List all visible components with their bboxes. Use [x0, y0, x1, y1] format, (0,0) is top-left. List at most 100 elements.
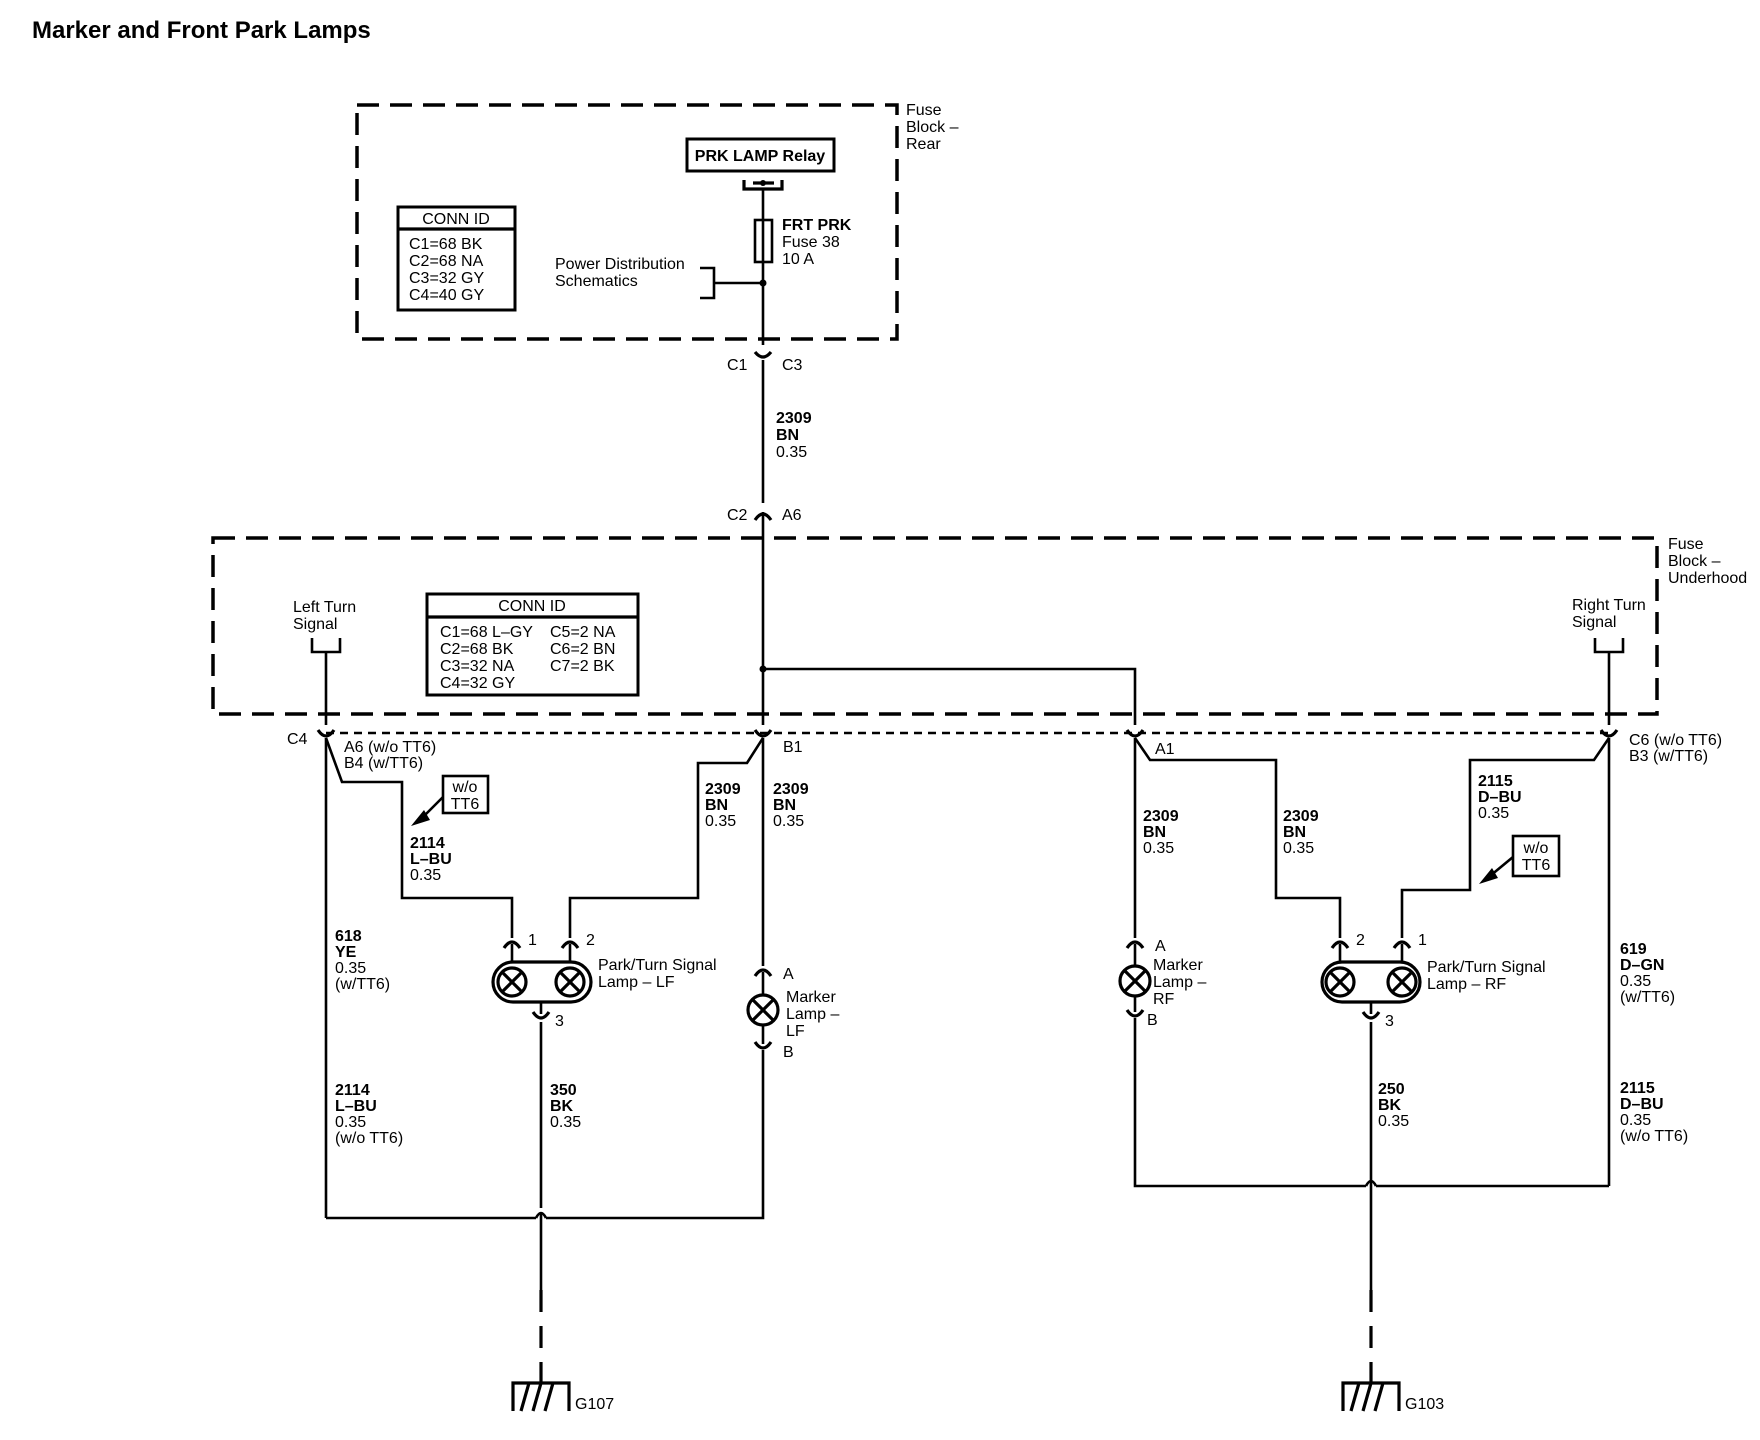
conn-id-underhood-header: CONN ID [498, 598, 566, 615]
frt-prk-fuse: FRT PRK Fuse 38 10 A [753, 217, 852, 268]
w618-color: YE [335, 944, 357, 961]
w250-size: 0.35 [1378, 1113, 1409, 1130]
w2309lfl-size: 0.35 [705, 813, 736, 830]
ground-g103-label: G103 [1405, 1396, 1444, 1413]
feed-wire-2309: 2309 BN 0.35 [776, 410, 812, 461]
ground-bus-rf: 250 BK 0.35 [1133, 1018, 1609, 1383]
marker-rf-label-1: Marker [1153, 957, 1203, 974]
park-lf-label-2: Lamp – LF [598, 974, 675, 991]
conn-id-rear-row-1: C1=68 BK [409, 236, 483, 253]
w2114l-option: (w/o TT6) [335, 1130, 403, 1147]
option-wo-tt6-right: w/o TT6 [1479, 834, 1561, 884]
marker-lamp-lf: A B Marker Lamp – LF [746, 966, 839, 1061]
fuse-block-underhood-label-2: Block – [1668, 553, 1721, 570]
conn-id-rear-row-2: C2=68 NA [409, 253, 484, 270]
w2114l-circuit: 2114 [335, 1082, 370, 1099]
ground-bus-lf: 350 BK 0.35 [326, 1022, 765, 1383]
wire-2309-lf-lamp: 2309 BN 0.35 [568, 737, 765, 938]
w619-circuit: 619 [1620, 941, 1647, 958]
fuse-block-rear: Fuse Block – Rear CONN ID C1=68 BK C2=68… [355, 102, 959, 345]
pin-c4: C4 A6 (w/o TT6) B4 (w/TT6) [287, 729, 436, 772]
w2115l-size: 0.35 [1620, 1112, 1651, 1129]
w619-option: (w/TT6) [1620, 989, 1675, 1006]
pin-a1-label: A1 [1155, 741, 1175, 758]
park-rf-pin-3: 3 [1385, 1013, 1394, 1030]
fuse-block-underhood-boundary [211, 536, 1659, 716]
w2114u-color: L–BU [410, 851, 452, 868]
w2309rfm-circuit: 2309 [1143, 808, 1179, 825]
w2114u-circuit: 2114 [410, 835, 445, 852]
w2115u-color: D–BU [1478, 789, 1522, 806]
power-distribution-ref: Power Distribution Schematics [555, 256, 767, 345]
marker-rf-pin-a: A [1155, 938, 1166, 955]
marker-lf-label-2: Lamp – [786, 1006, 839, 1023]
marker-rf-label-3: RF [1153, 991, 1175, 1008]
conn-a6: A6 [782, 507, 802, 524]
w2114u-size: 0.35 [410, 867, 441, 884]
conn-id-underhood-c1: C1=68 L–GY [440, 624, 533, 641]
conn-id-underhood-c3: C3=32 NA [440, 658, 515, 675]
prk-lamp-relay: PRK LAMP Relay [685, 137, 836, 220]
park-lf-pin-3: 3 [555, 1013, 564, 1030]
right-turn-label-1: Right Turn [1572, 597, 1646, 614]
marker-lf-pin-b: B [783, 1044, 794, 1061]
w2309lfm-size: 0.35 [773, 813, 804, 830]
conn-id-underhood-c7: C7=2 BK [550, 658, 615, 675]
w2309rfl-color: BN [1283, 824, 1306, 841]
conn-id-rear: CONN ID C1=68 BK C2=68 NA C3=32 GY C4=40… [396, 205, 517, 312]
park-rf-label-1: Park/Turn Signal [1427, 959, 1546, 976]
left-turn-label-1: Left Turn [293, 599, 356, 616]
conn-c2: C2 [727, 507, 748, 524]
wo-tt6-left-2: TT6 [451, 796, 480, 813]
right-turn-signal-ref: Right Turn Signal [1572, 597, 1646, 725]
connector-c2-a6: C2 A6 [727, 507, 802, 725]
marker-rf-label-2: Lamp – [1153, 974, 1206, 991]
pin-c6b3-label-2: B3 (w/TT6) [1629, 748, 1708, 765]
pin-c4-label: C4 [287, 731, 308, 748]
w618-size: 0.35 [335, 960, 366, 977]
wo-tt6-right-2: TT6 [1522, 857, 1551, 874]
conn-id-rear-row-3: C3=32 GY [409, 270, 484, 287]
feed-wire-circuit: 2309 [776, 410, 812, 427]
marker-rf-pin-b: B [1147, 1012, 1158, 1029]
internal-splice-a1 [759, 665, 1137, 725]
left-turn-signal-ref: Left Turn Signal [293, 599, 356, 725]
marker-lf-label-3: LF [786, 1023, 805, 1040]
w2114l-color: L–BU [335, 1098, 377, 1115]
feed-wire-color: BN [776, 427, 799, 444]
park-rf-pin-1: 1 [1418, 932, 1427, 949]
option-wo-tt6-left: w/o TT6 [411, 774, 490, 826]
w2115u-size: 0.35 [1478, 805, 1509, 822]
conn-id-underhood: CONN ID C1=68 L–GY C2=68 BK C3=32 NA C4=… [425, 592, 640, 697]
fuse-block-underhood-label-1: Fuse [1668, 536, 1704, 553]
wire-2115-rf-upper: 2115 D–BU 0.35 [1400, 737, 1611, 938]
wire-2114-lf-upper: 2114 L–BU 0.35 [324, 737, 514, 938]
wire-2309-lf-marker: 2309 BN 0.35 [761, 738, 809, 966]
marker-lf-label-1: Marker [786, 989, 836, 1006]
park-turn-lamp-rf: 2 1 3 Park/Turn Signal Lamp – RF [1320, 932, 1546, 1030]
marker-lf-pin-a: A [783, 966, 794, 983]
park-rf-label-2: Lamp – RF [1427, 976, 1506, 993]
fuse-block-underhood: Fuse Block – Underhood CONN ID C1=68 L–G… [211, 536, 1747, 725]
fuse-block-rear-label-2: Block – [906, 119, 959, 136]
wire-2309-rf-lamp: 2309 BN 0.35 [1133, 737, 1342, 938]
pin-b1-label: B1 [783, 739, 803, 756]
w350-size: 0.35 [550, 1114, 581, 1131]
park-turn-lamp-lf: 1 2 3 Park/Turn Signal Lamp – LF [491, 932, 717, 1030]
w2309rfm-size: 0.35 [1143, 840, 1174, 857]
power-ref-line-1: Power Distribution [555, 256, 685, 273]
conn-c1: C1 [727, 357, 748, 374]
pin-a6b4-label-1: A6 (w/o TT6) [344, 739, 436, 756]
park-lf-pin-2: 2 [586, 932, 595, 949]
feed-wire-size: 0.35 [776, 444, 807, 461]
w350-color: BK [550, 1098, 574, 1115]
park-lf-label-1: Park/Turn Signal [598, 957, 717, 974]
w2309rfl-size: 0.35 [1283, 840, 1314, 857]
fuse-label-2: Fuse 38 [782, 234, 840, 251]
w2115l-option: (w/o TT6) [1620, 1128, 1688, 1145]
conn-id-underhood-c4: C4=32 GY [440, 675, 515, 692]
w2309lfl-color: BN [705, 797, 728, 814]
fuse-label-1: FRT PRK [782, 217, 852, 234]
wo-tt6-left-1: w/o [452, 779, 478, 796]
